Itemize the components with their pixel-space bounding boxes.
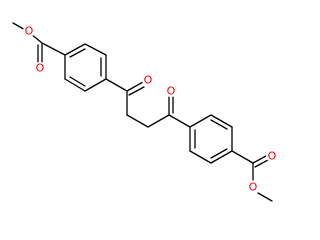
bond-ketone-2-to-ring [168, 114, 191, 128]
oxygen-atom-label: O [167, 85, 176, 98]
bond-ring-lower-3 [210, 150, 233, 164]
atom-label-bg [247, 181, 259, 193]
chemical-structure: O O O O O O [12, 22, 278, 202]
bond-ring-lower-5 [210, 114, 233, 128]
bond-carbonyl-double-lower-b [254, 159, 269, 168]
atom-label-layer: O O O O O O [23, 25, 278, 194]
atom-label-bg [23, 25, 35, 37]
bond-o-methyl-lower [257, 192, 273, 202]
bond-ring-to-ketone-1 [105, 78, 128, 92]
atom-label-bg [165, 85, 177, 97]
atom-label-bg [266, 150, 278, 162]
oxygen-atom-label: O [25, 25, 34, 38]
bond-chain-3 [147, 114, 170, 128]
bond-ring-to-ester-lower [231, 150, 254, 164]
bond-ring-upper-5 [64, 78, 86, 92]
bond-carbonyl-double-lower-a [252, 155, 267, 164]
bond-layer [12, 22, 273, 202]
oxygen-atom-label: O [144, 74, 153, 87]
bond-chain-2 [126, 114, 149, 128]
bond-ring-lower-6 [189, 114, 212, 128]
bond-ring-lower-2 [189, 150, 212, 164]
atom-label-bg [34, 62, 46, 74]
bond-ring-upper-1 [64, 43, 86, 56]
bond-ring-upper-2 [84, 43, 107, 56]
bond-ketone-1-double-b [128, 86, 145, 96]
bond-ring-upper-1-inner [69, 48, 86, 58]
bond-ketone-1-double-a [126, 81, 144, 92]
bond-ring-upper-5-inner [69, 76, 86, 87]
atom-label-bg [142, 74, 154, 86]
oxygen-atom-label: O [268, 150, 277, 163]
bond-ring-upper-4 [84, 78, 107, 92]
oxygen-atom-label: O [249, 181, 258, 194]
oxygen-atom-label: O [36, 62, 45, 75]
bond-ring-lower-3-inner [210, 148, 228, 159]
bond-ring-lower-5-inner [210, 119, 228, 130]
bond-ester-to-ring-upper [41, 42, 66, 56]
